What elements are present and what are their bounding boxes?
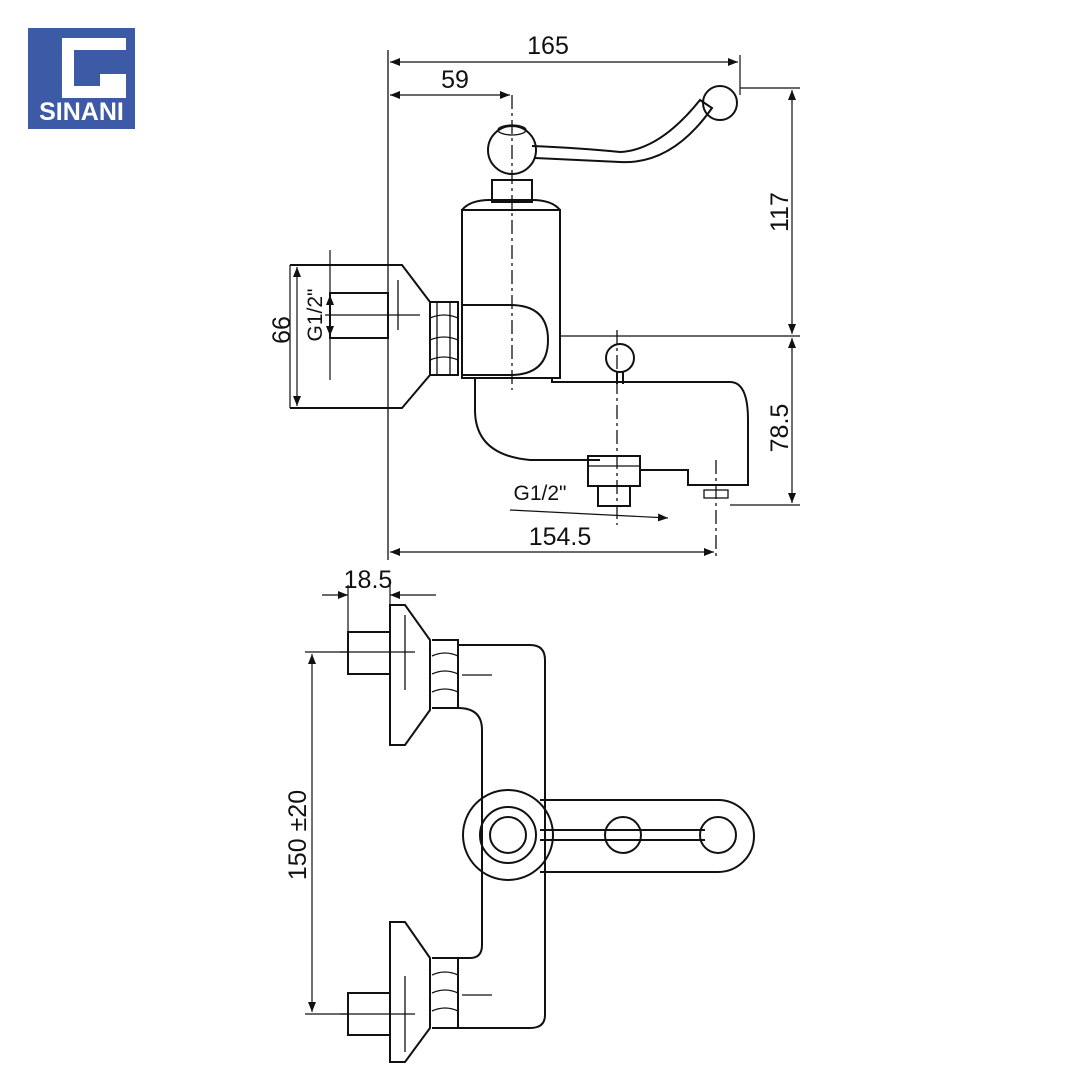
dim-spout-thread: G1/2" (514, 482, 567, 505)
dim-spout-reach: 154.5 (529, 523, 592, 551)
sinani-logo: SINANI (28, 28, 135, 129)
side-view-dimensions: 165 59 117 78.5 66 G1/2" G1/2" 154.5 (268, 32, 800, 556)
brand-name: SINANI (39, 98, 124, 126)
dim-handle-offset: 59 (441, 66, 469, 94)
dim-inlet-thread: G1/2" (304, 289, 327, 342)
dim-inlet-depth: 18.5 (344, 566, 393, 594)
dim-overall-width: 165 (527, 32, 569, 60)
front-view-dimensions: 18.5 150 ±20 (284, 566, 436, 1015)
side-view (290, 50, 749, 560)
logo-mark-icon (62, 38, 126, 98)
dim-center-distance: 150 ±20 (284, 790, 312, 880)
dim-spout-height: 78.5 (766, 404, 794, 453)
dim-inlet-height: 66 (268, 316, 296, 344)
front-view (340, 604, 755, 1063)
dim-height-to-handle: 117 (766, 192, 794, 232)
